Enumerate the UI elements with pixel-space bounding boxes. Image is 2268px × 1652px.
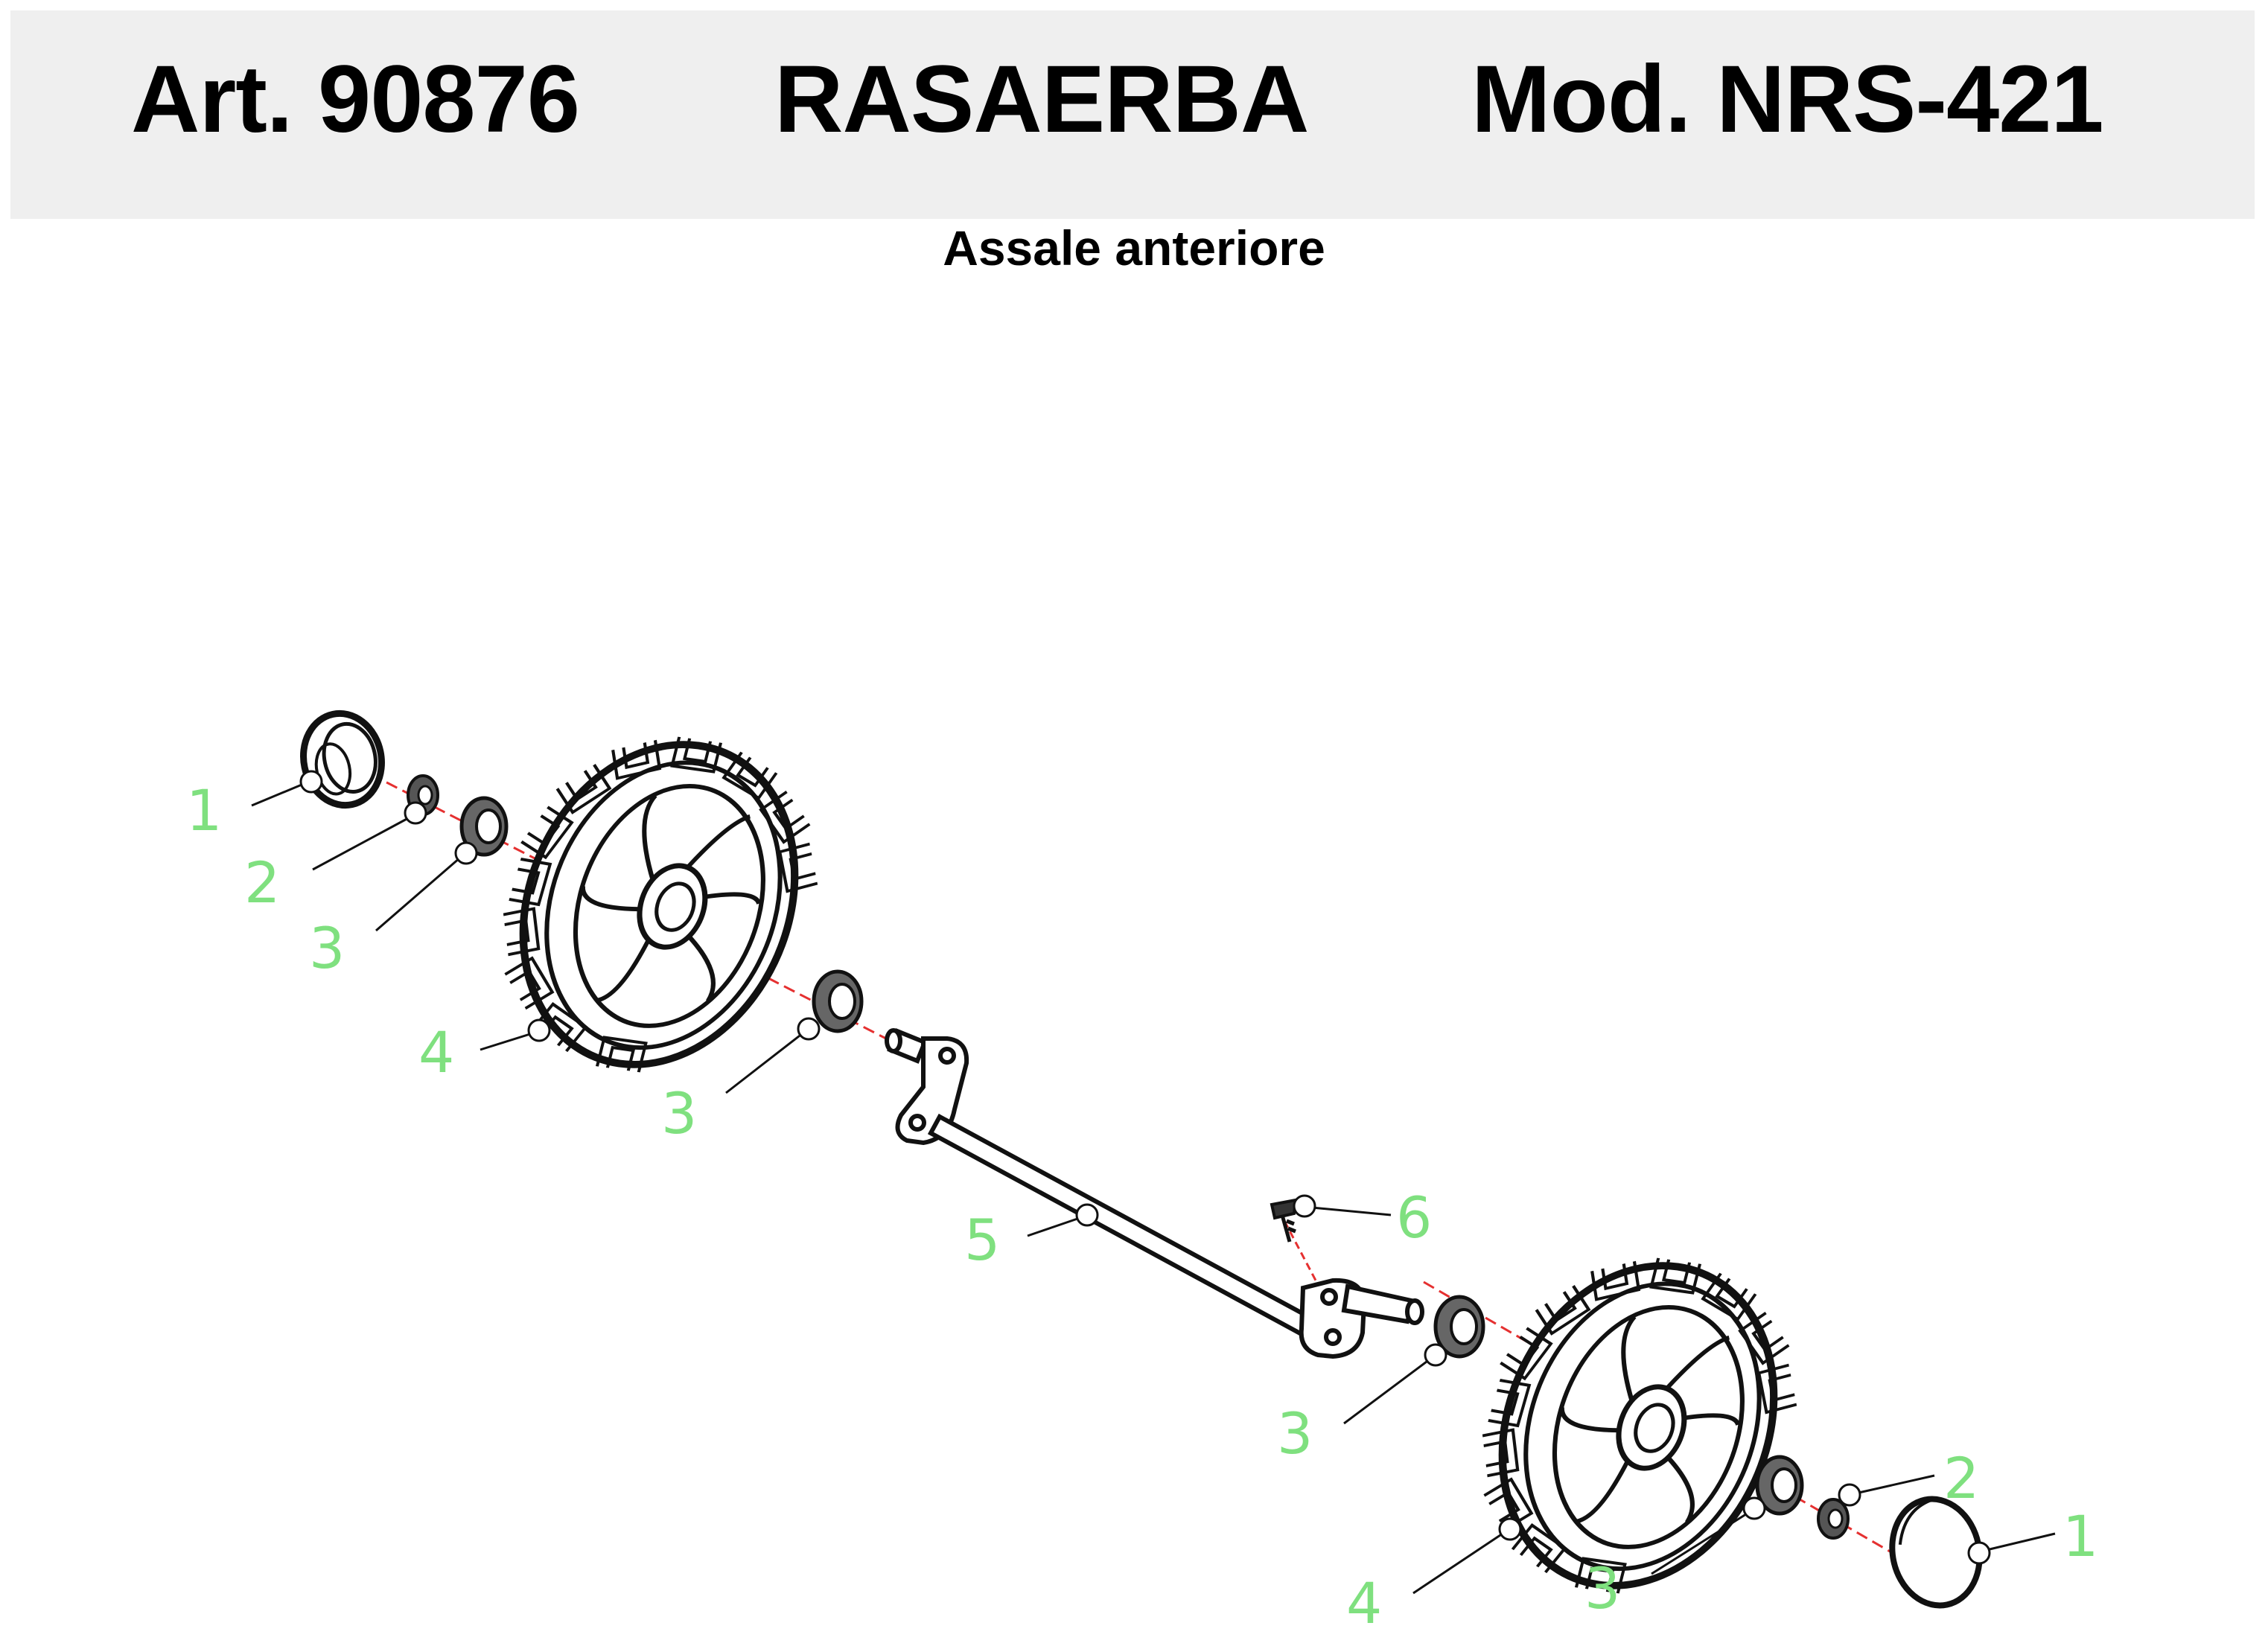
bearing-left-inner xyxy=(812,969,864,1033)
nut-left-label: 2 xyxy=(244,849,280,916)
page-title: Assale anteriore xyxy=(943,220,1325,275)
bearing-right-inner xyxy=(1433,1295,1485,1359)
cap-left-label: 1 xyxy=(186,777,222,843)
bearing-left-outer xyxy=(459,796,509,857)
centerline-screw xyxy=(1283,1220,1323,1292)
product-name: RASAERBA xyxy=(774,46,1309,153)
bearing-right-outer xyxy=(1755,1455,1804,1516)
article-number: Art. 90876 xyxy=(131,46,580,153)
bearing-right-inner-label: 3 xyxy=(1277,1400,1313,1467)
cap-right-label: 1 xyxy=(2062,1503,2098,1569)
model-number: Mod. NRS-421 xyxy=(1471,46,2104,153)
callout-labels: 1 2 3 4 3 5 6 3 2 1 3 4 xyxy=(186,777,2098,1636)
axle xyxy=(885,1028,1424,1359)
wheel-left xyxy=(470,719,848,1090)
bearing-left-outer-label: 3 xyxy=(309,915,345,981)
bearing-right-outer-label: 3 xyxy=(1584,1555,1620,1621)
wheel-left-label: 4 xyxy=(418,1019,454,1085)
wheel-right xyxy=(1449,1240,1827,1611)
screw xyxy=(1270,1198,1298,1243)
screw-label: 6 xyxy=(1396,1184,1432,1251)
header-band xyxy=(10,10,2255,219)
nut-right xyxy=(1817,1498,1850,1540)
bearing-left-inner-label: 3 xyxy=(661,1080,697,1146)
axle-label: 5 xyxy=(964,1207,1000,1273)
wheel-right-label: 4 xyxy=(1346,1570,1382,1636)
leader-lines xyxy=(251,770,2056,1595)
nut-right-label: 2 xyxy=(1943,1445,1979,1511)
hub-cap-left xyxy=(300,709,385,809)
